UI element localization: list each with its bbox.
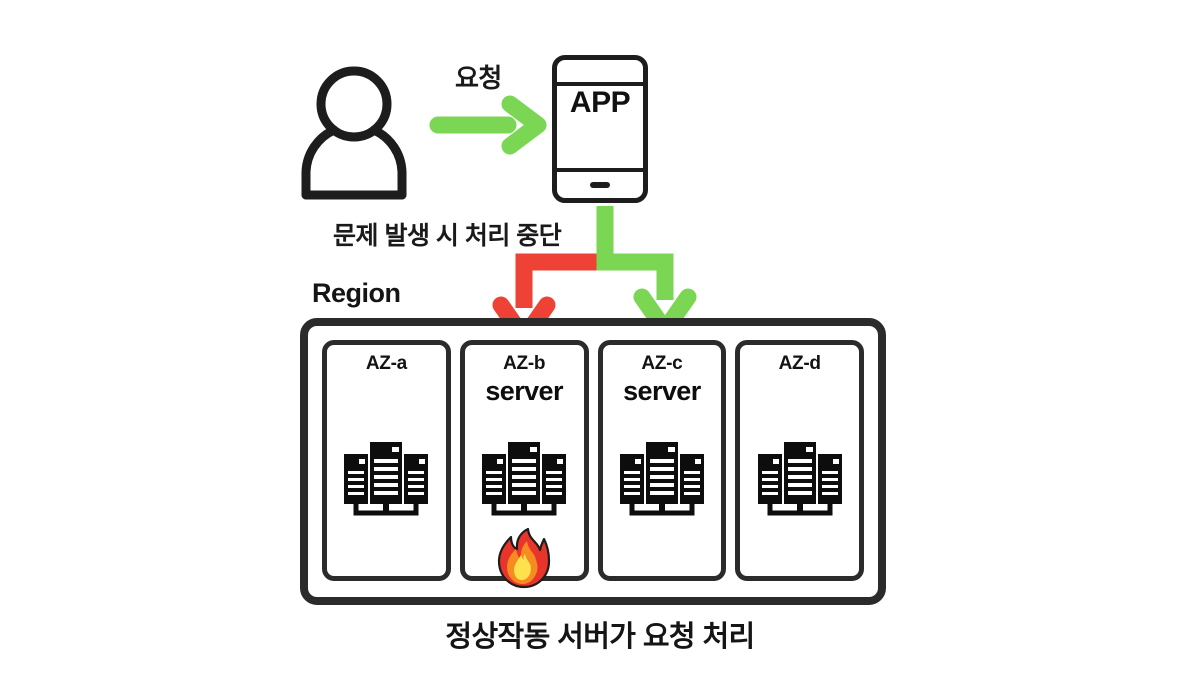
green-down-arrow-icon [596, 206, 697, 339]
server-rack-icon [478, 440, 570, 518]
phone-icon: APP [552, 55, 648, 203]
phone-screen: APP [557, 86, 643, 174]
region-label: Region [312, 278, 401, 308]
phone-home-button [590, 182, 610, 188]
region-container: AZ-a [300, 318, 886, 605]
az-card[interactable]: AZ-c server [597, 340, 727, 581]
green-right-arrow-icon [429, 95, 550, 155]
request-label: 요청 [455, 63, 502, 93]
phone-speaker-line [557, 82, 643, 86]
user-icon [288, 62, 420, 200]
az-title: AZ-b [503, 353, 546, 374]
az-server-label: server [623, 375, 701, 406]
server-rack-icon [340, 440, 432, 518]
phone-chin-line [557, 168, 643, 172]
server-rack-icon [754, 440, 846, 518]
az-list: AZ-a [322, 340, 864, 589]
server-rack-icon [616, 440, 708, 518]
bottom-caption: 정상작동 서버가 요청 처리 [445, 621, 755, 653]
az-card[interactable]: AZ-d [735, 340, 864, 581]
app-label: APP [569, 86, 631, 119]
az-card[interactable]: AZ-a [322, 340, 451, 581]
az-title: AZ-c [641, 353, 683, 374]
fire-icon [498, 527, 551, 589]
failure-note-label: 문제 발생 시 처리 중단 [333, 222, 562, 250]
az-title: AZ-d [778, 353, 821, 374]
az-server-label: server [485, 375, 563, 406]
az-title: AZ-a [365, 353, 407, 374]
az-card[interactable]: AZ-b server [459, 340, 589, 589]
